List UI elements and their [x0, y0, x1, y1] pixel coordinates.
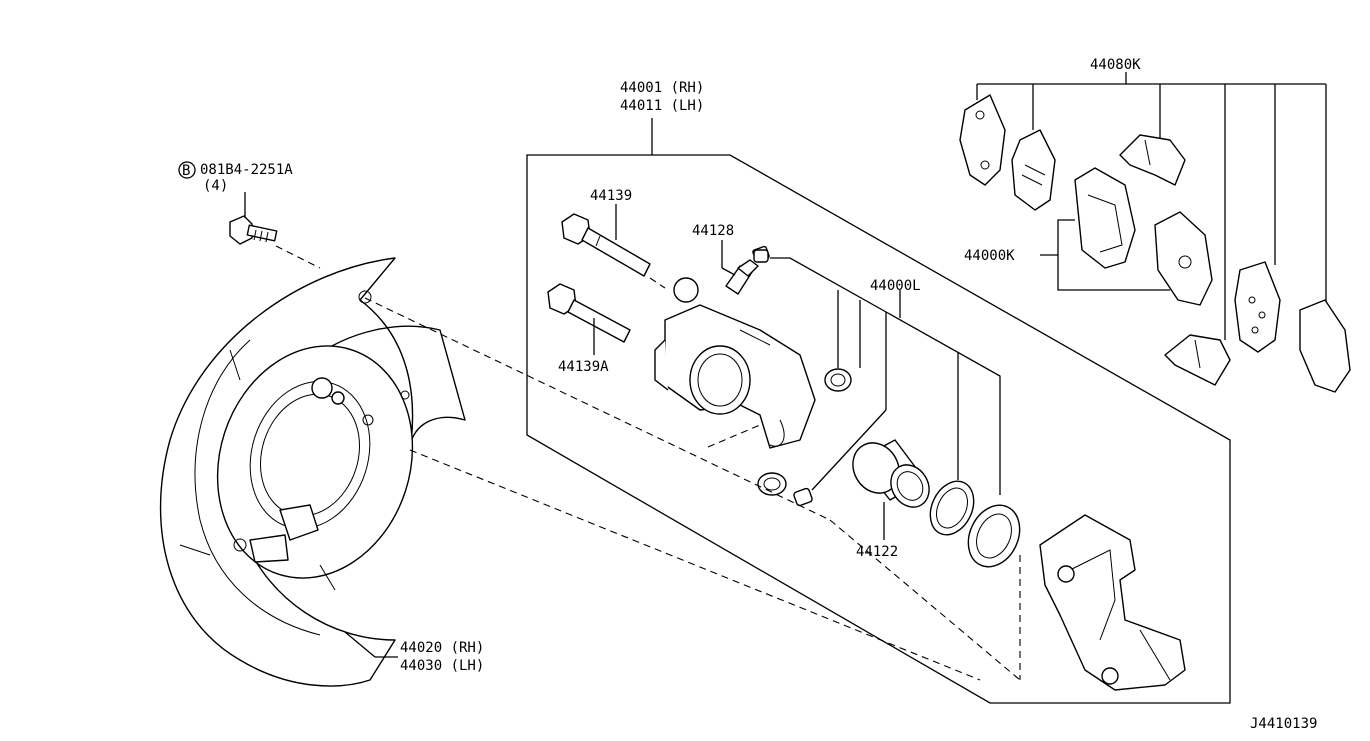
label-bolt-ref: 081B4-2251A — [200, 162, 293, 178]
pad-shim-2 — [1011, 129, 1056, 211]
body-dash — [707, 424, 761, 448]
caliper-bracket — [1039, 514, 1186, 691]
mounting-bolt — [229, 215, 278, 245]
piston-seal — [929, 480, 975, 536]
pin-boot-upper — [824, 368, 852, 392]
label-seal-kit: 44000L — [870, 278, 921, 294]
pad-shim-3 — [1234, 261, 1281, 353]
label-pin-bolt: 44139 — [590, 188, 632, 204]
seal-kit-leader-4 — [811, 409, 887, 491]
pin-dash — [649, 277, 666, 289]
anti-rattle-clip-lower — [1164, 334, 1231, 386]
label-hardware-kit: 44080K — [1090, 57, 1141, 73]
label-pad-kit: 44000K — [964, 248, 1015, 264]
label-plate-rh: 44020 (RH) — [400, 640, 484, 656]
piston — [852, 439, 930, 508]
bleeder-cap — [753, 249, 769, 263]
brake-pad-outer — [1154, 211, 1213, 306]
backing-plate — [159, 257, 466, 687]
anti-rattle-clip-upper — [1119, 134, 1186, 186]
guide-pin-upper — [561, 213, 651, 277]
label-bleeder: 44128 — [692, 223, 734, 239]
bolt-ref-marker-letter: B — [182, 163, 190, 179]
bolt-dash — [275, 245, 321, 269]
label-pin-bolt-a: 44139A — [558, 359, 609, 375]
label-plate-lh: 44030 (LH) — [400, 658, 484, 674]
label-caliper-lh: 44011 (LH) — [620, 98, 704, 114]
axis-dash-lower — [409, 449, 981, 681]
pin-boot-lower — [757, 472, 787, 496]
label-piston: 44122 — [856, 544, 898, 560]
seal-kit-bracket — [770, 257, 1001, 495]
axis-dash-upper — [364, 297, 831, 521]
bolt-ref-marker — [178, 161, 196, 179]
pin-sleeve — [793, 487, 813, 507]
axis-dash-mid — [829, 519, 1021, 681]
label-bolt-qty: (4) — [203, 178, 228, 194]
dust-boot — [967, 504, 1021, 568]
bleeder-leader-2 — [721, 267, 736, 276]
plate-leader — [344, 631, 376, 658]
figure-code: J4410139 — [1250, 716, 1317, 732]
pad-shim-1 — [959, 94, 1006, 186]
label-caliper-rh: 44001 (RH) — [620, 80, 704, 96]
caliper-assembly-frame — [526, 154, 1231, 704]
brake-pad-inner — [1074, 167, 1136, 269]
caliper-body — [654, 277, 816, 449]
guide-pin-lower — [547, 283, 631, 343]
pad-shim-4 — [1299, 299, 1351, 393]
